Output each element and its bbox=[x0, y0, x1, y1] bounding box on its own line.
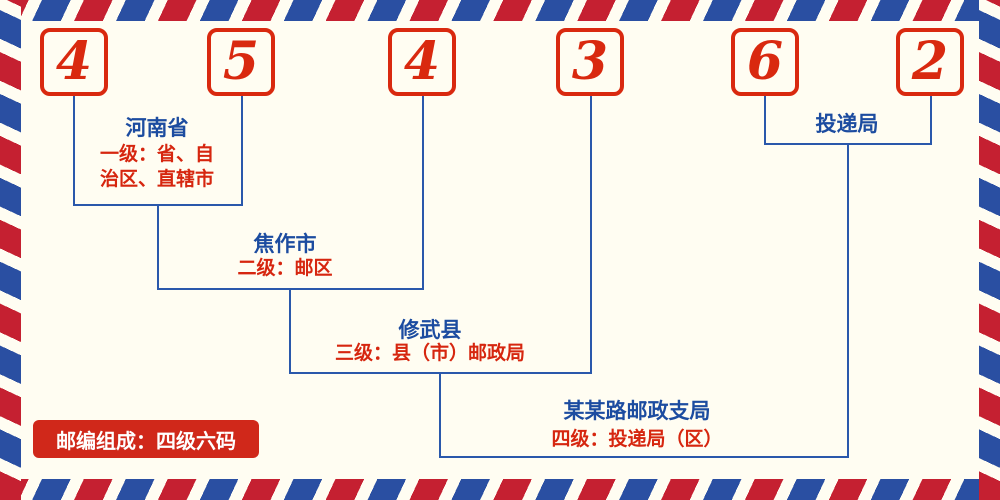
postal-digit-4: 3 bbox=[571, 31, 609, 92]
level1-desc-line2: 治区、直辖市 bbox=[99, 168, 215, 190]
postal-digit-box-2: 5 bbox=[207, 28, 275, 96]
connector-level1-left bbox=[73, 96, 75, 206]
level2-name: 焦作市 bbox=[253, 232, 317, 256]
airmail-border-right bbox=[979, 0, 1000, 500]
level1-desc-line1: 一级：省、自 bbox=[99, 143, 215, 165]
connector-level1-right bbox=[241, 96, 243, 206]
postal-digit-box-3: 4 bbox=[388, 28, 456, 96]
postal-digit-1: 4 bbox=[55, 31, 93, 92]
connector-level2-right bbox=[422, 96, 424, 290]
connector-level2-left bbox=[157, 204, 159, 290]
level4-name: 某某路邮政支局 bbox=[563, 399, 711, 423]
level3-desc: 三级：县（市）邮政局 bbox=[334, 342, 526, 364]
level2-desc: 二级：邮区 bbox=[237, 257, 333, 279]
composition-badge: 邮编组成：四级六码 bbox=[33, 420, 259, 458]
airmail-border-bottom bbox=[0, 479, 1000, 500]
connector-level4-left bbox=[439, 372, 441, 458]
connector-level3-right bbox=[590, 96, 592, 374]
level1-name: 河南省 bbox=[125, 116, 189, 140]
level3-name: 修武县 bbox=[398, 318, 462, 342]
postal-digit-6: 2 bbox=[911, 31, 949, 92]
connector-level3-left bbox=[289, 288, 291, 374]
connector-delivery-left bbox=[764, 96, 766, 145]
connector-delivery-right bbox=[930, 96, 932, 145]
connector-level4-right bbox=[847, 143, 849, 458]
airmail-border-left bbox=[0, 0, 21, 500]
postal-digit-5: 6 bbox=[746, 31, 784, 92]
postal-digit-box-1: 4 bbox=[40, 28, 108, 96]
postal-digit-2: 5 bbox=[222, 31, 260, 92]
level1-desc: 一级：省、自 治区、直辖市 bbox=[100, 142, 214, 192]
composition-badge-label: 邮编组成：四级六码 bbox=[56, 428, 236, 453]
delivery-office-name: 投递局 bbox=[815, 112, 879, 136]
postal-digit-3: 4 bbox=[403, 31, 441, 92]
connector-level4-bottom bbox=[439, 456, 849, 458]
postal-digit-box-5: 6 bbox=[731, 28, 799, 96]
postal-digit-box-4: 3 bbox=[556, 28, 624, 96]
airmail-border-top bbox=[0, 0, 1000, 21]
level4-desc: 四级：投递局（区） bbox=[551, 428, 723, 450]
postal-digit-box-6: 2 bbox=[896, 28, 964, 96]
